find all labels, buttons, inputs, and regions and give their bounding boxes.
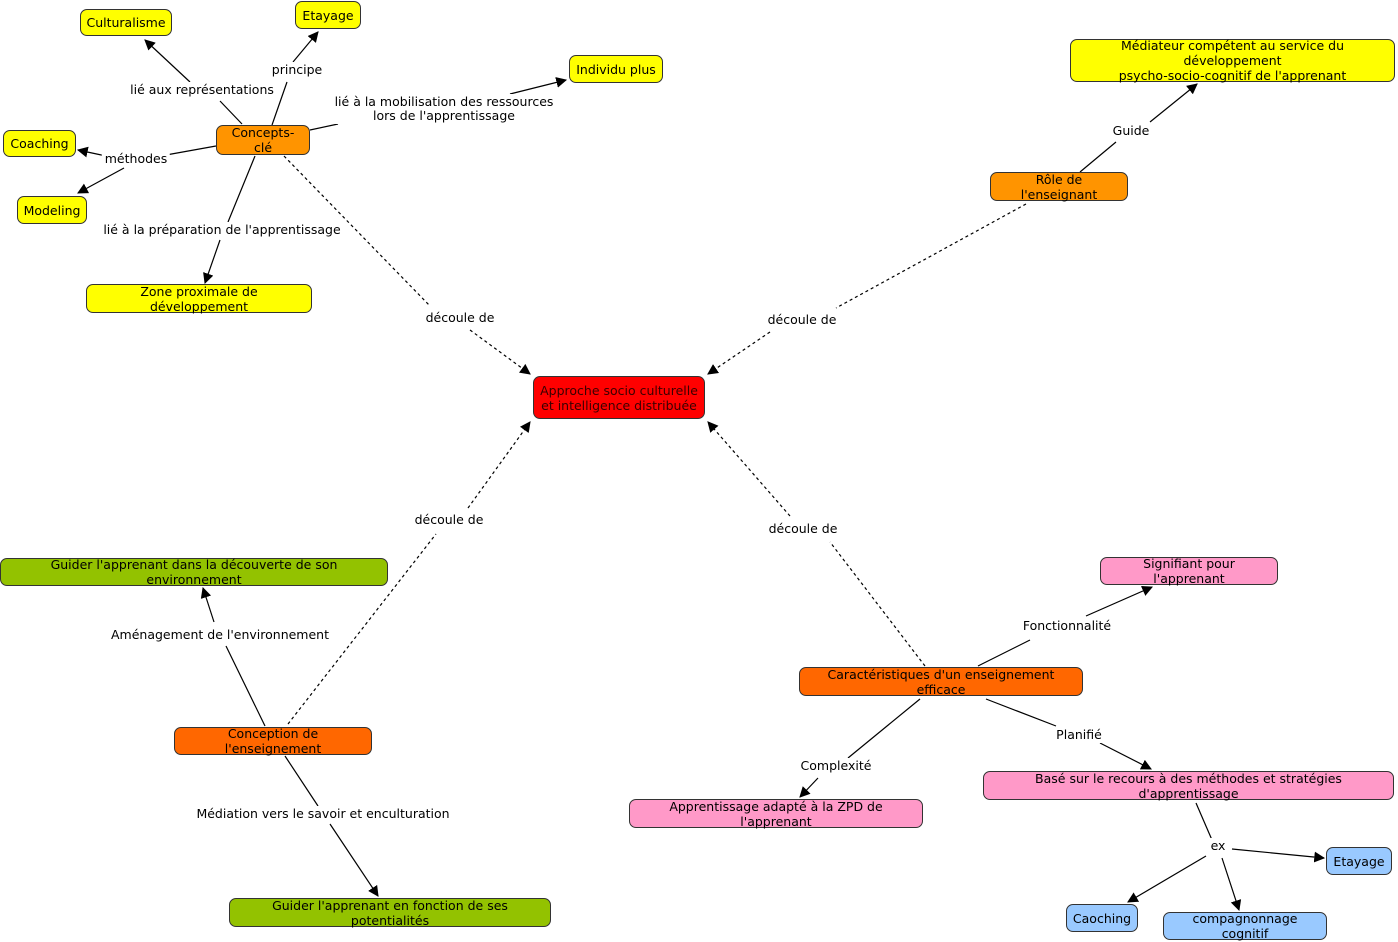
edge-decoule-to-center-4 — [707, 421, 791, 517]
node-individu-plus[interactable]: Individu plus — [569, 55, 663, 83]
node-ex-compagnonnage[interactable]: compagnonnage cognitif — [1163, 911, 1327, 941]
edge-base-to-ex — [1195, 802, 1213, 841]
edge-to-signifiant — [1085, 585, 1153, 617]
node-ex-etayage[interactable]: Etayage — [1326, 847, 1392, 875]
edge-to-guider-env — [200, 586, 215, 623]
node-role-enseignant[interactable]: Rôle de l'enseignant — [990, 172, 1128, 202]
link-label-mediation: Médiation vers le savoir et enculturatio… — [193, 806, 453, 822]
edge-decoule-to-center-3 — [467, 421, 531, 509]
link-label-fonctionnalite: Fonctionnalité — [1019, 618, 1115, 634]
edge-to-ex-etayage — [1231, 848, 1326, 863]
node-modeling[interactable]: Modeling — [17, 196, 87, 224]
link-label-guide: Guide — [1109, 123, 1153, 139]
node-etayage[interactable]: Etayage — [295, 1, 361, 29]
edge-concepts-to-culturalisme-label — [219, 100, 243, 125]
edge-to-apprentissage-zpd — [799, 777, 819, 798]
edge-concepts-to-preparation — [227, 155, 256, 223]
edge-concepts-to-principe — [271, 81, 288, 126]
edge-concepts-to-mobilisation — [309, 123, 339, 131]
link-label-complexite: Complexité — [797, 758, 875, 774]
edge-decoule-to-center-2 — [707, 331, 771, 375]
edge-to-zpd — [203, 239, 221, 285]
edge-to-guider-pot — [329, 823, 379, 897]
link-label-planifie: Planifié — [1053, 727, 1105, 743]
edge-to-mediateur — [1149, 83, 1198, 123]
node-guider-environnement[interactable]: Guider l'apprenant dans la découverte de… — [0, 557, 388, 587]
node-mediateur[interactable]: Médiateur compétent au service du dévelo… — [1070, 38, 1395, 83]
link-label-amenagement: Aménagement de l'environnement — [107, 627, 333, 643]
node-apprentissage-zpd[interactable]: Apprentissage adapté à la ZPD de l'appre… — [629, 799, 923, 829]
edge-caract-to-decoule — [829, 541, 926, 667]
edge-role-to-guide — [1079, 141, 1117, 173]
edge-to-ex-caoching — [1127, 855, 1207, 903]
link-label-ex: ex — [1207, 838, 1229, 854]
edge-to-base-sur — [1099, 742, 1152, 770]
edge-to-coaching — [76, 146, 107, 158]
node-culturalisme[interactable]: Culturalisme — [80, 9, 172, 36]
node-conception-enseignement[interactable]: Conception de l'enseignement — [174, 726, 372, 756]
edge-to-individu-plus — [509, 77, 568, 95]
edge-conception-to-decoule — [287, 533, 437, 725]
edge-concepts-to-methodes — [165, 145, 217, 156]
link-label-lie-mobilisation: lié à la mobilisation des ressources lor… — [331, 94, 557, 124]
link-label-lie-preparation: lié à la préparation de l'apprentissage — [100, 222, 344, 238]
edge-to-culturalisme — [144, 39, 191, 83]
edge-conception-to-amenagement — [225, 645, 266, 727]
edge-caract-to-planifie — [985, 698, 1057, 727]
link-label-methodes: méthodes — [101, 151, 171, 167]
edge-role-to-decoule — [835, 203, 1027, 309]
node-center-approche[interactable]: Approche socio culturelle et intelligenc… — [533, 376, 705, 419]
edge-decoule-to-center-1 — [469, 329, 531, 375]
link-label-principe: principe — [268, 62, 326, 78]
link-label-decoule-de: découle de — [765, 521, 841, 537]
node-guider-potentialites[interactable]: Guider l'apprenant en fonction de ses po… — [229, 898, 551, 928]
edge-conception-to-mediation — [284, 755, 319, 807]
node-concepts-cle[interactable]: Concepts-clé — [216, 125, 310, 155]
link-label-decoule-de: découle de — [764, 312, 840, 328]
node-coaching[interactable]: Coaching — [3, 130, 76, 157]
node-zpd[interactable]: Zone proximale de développement — [86, 284, 312, 314]
edge-to-modeling — [77, 167, 125, 194]
node-ex-caoching[interactable]: Caoching — [1066, 904, 1138, 932]
node-caracteristiques[interactable]: Caractéristiques d'un enseignement effic… — [799, 667, 1083, 697]
node-signifiant[interactable]: Signifiant pour l'apprenant — [1100, 556, 1278, 586]
edge-to-ex-compagnonnage — [1221, 857, 1242, 912]
link-label-lie-representations: lié aux représentations — [127, 82, 277, 98]
link-label-decoule-de: découle de — [422, 310, 498, 326]
link-label-decoule-de: découle de — [411, 512, 487, 528]
edge-concepts-to-decoule — [283, 155, 431, 307]
edge-to-etayage — [292, 31, 319, 63]
edge-caract-to-complexite — [847, 698, 921, 759]
edge-caract-to-fonctionnalite — [977, 639, 1031, 667]
node-base-sur-methodes[interactable]: Basé sur le recours à des méthodes et st… — [983, 771, 1394, 801]
